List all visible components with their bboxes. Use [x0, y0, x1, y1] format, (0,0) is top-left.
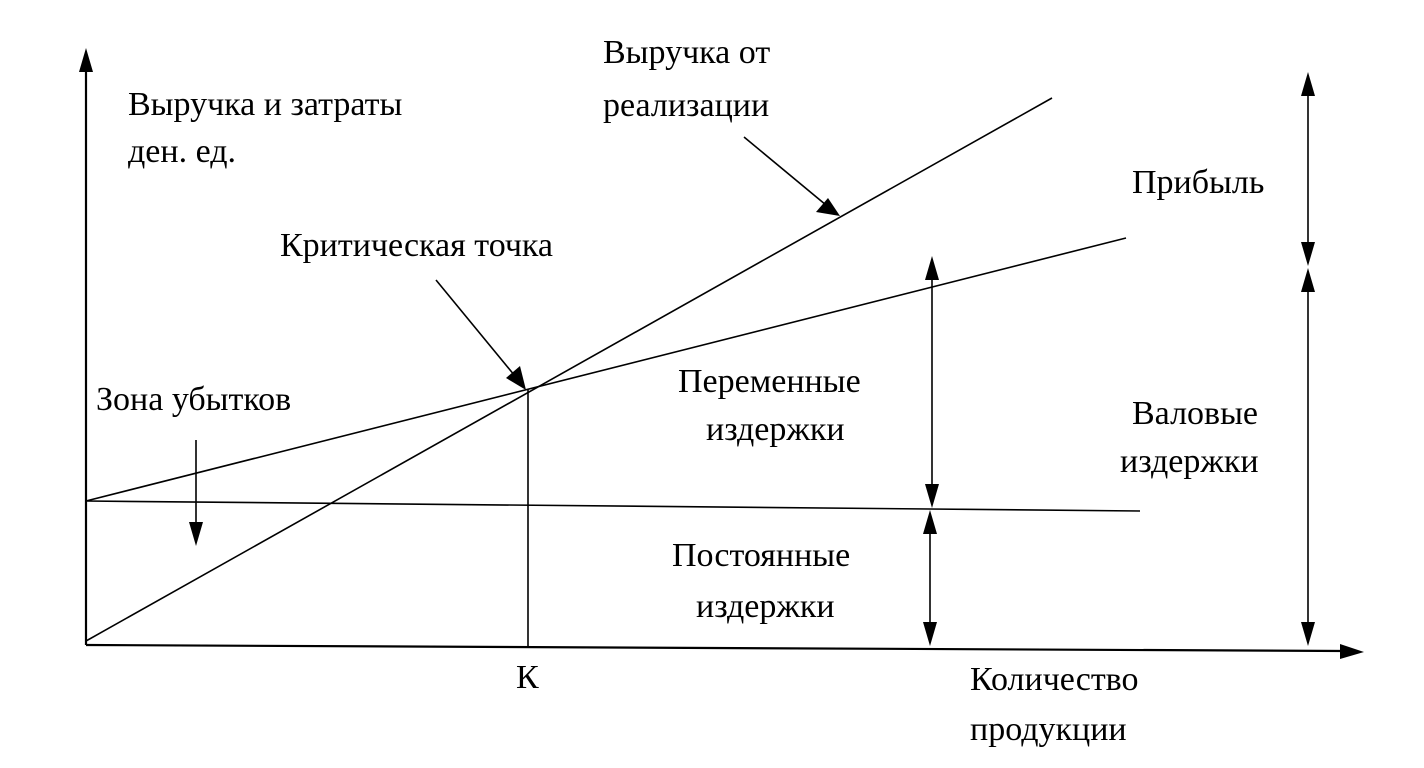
loss-zone-pointer-head	[189, 522, 203, 546]
fixed-costs-range-head-bottom	[923, 622, 937, 646]
x-axis-label-line1: Количество	[970, 661, 1139, 698]
revenue-label-line2: реализации	[603, 87, 769, 124]
critical-point-label: Критическая точка	[280, 227, 553, 264]
variable-costs-range-head-top	[925, 256, 939, 280]
y-axis-arrowhead	[79, 48, 93, 72]
variable-costs-label-line1: Переменные	[678, 363, 861, 400]
total-costs-line	[85, 237, 1127, 502]
gross-costs-label-line1: Валовые	[1132, 395, 1258, 432]
fixed-costs-range-head-top	[923, 510, 937, 534]
gross-costs-range-head-top	[1301, 268, 1315, 292]
loss-zone-label: Зона убытков	[96, 381, 291, 418]
revenue-pointer-head	[816, 198, 840, 216]
revenue-line	[85, 97, 1053, 642]
x-axis	[85, 643, 1346, 653]
x-axis-arrowhead	[1340, 644, 1364, 659]
profit-label: Прибыль	[1132, 164, 1264, 201]
variable-costs-label-line2: издержки	[706, 411, 845, 448]
fixed-costs-line	[85, 500, 1141, 512]
x-axis-label-line2: продукции	[970, 711, 1127, 748]
profit-range-head-bottom	[1301, 242, 1315, 266]
revenue-pointer-arrow	[743, 136, 827, 206]
gross-costs-label-line2: издержки	[1120, 443, 1259, 480]
variable-costs-range-head-bottom	[925, 484, 939, 508]
critical-point-pointer-head	[506, 366, 526, 390]
y-axis-label-line2: ден. ед.	[128, 133, 236, 170]
fixed-costs-label-line2: издержки	[696, 588, 835, 625]
gross-costs-range-head-bottom	[1301, 622, 1315, 646]
revenue-label-line1: Выручка от	[603, 34, 770, 71]
fixed-costs-label-line1: Постоянные	[672, 537, 850, 574]
y-axis-label-line1: Выручка и затраты	[128, 86, 402, 123]
x-axis-tick-k: К	[516, 659, 539, 696]
profit-range-head-top	[1301, 72, 1315, 96]
critical-point-pointer-arrow	[435, 279, 516, 377]
